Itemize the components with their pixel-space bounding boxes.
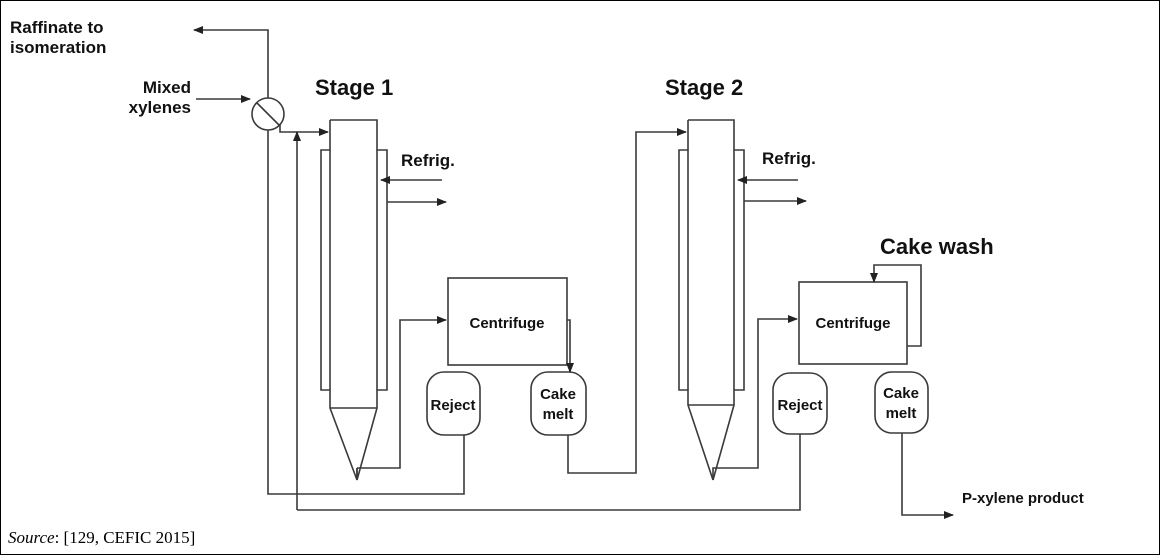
cake-wash-line [870,264,922,347]
raffinate-label-line2: isomeration [10,38,106,57]
stage2-label: Stage 2 [665,75,743,100]
cake-wash-label: Cake wash [880,234,994,259]
cake-melt2-label-line1: Cake [883,385,919,402]
centrifuge1-box [447,277,568,366]
centrifuge2-label: Centrifuge [816,315,891,332]
reject2-return-line [297,434,801,511]
source-prefix: Source [8,528,55,547]
heat-exchanger-diagonal [256,102,280,126]
p-xylene-product-line [901,433,954,519]
stage1-label: Stage 1 [315,75,393,100]
cake-melt2-label-line2: melt [886,405,917,422]
mixed-label-line1: Mixed [143,78,191,97]
cake-melt1-to-stage2-line [567,128,687,474]
cake-melt2-vessel [874,371,929,434]
centrifuge2-box [798,281,908,365]
reject1-label: Reject [430,397,475,414]
reject2-label: Reject [777,397,822,414]
raffinate-label-line1: Raffinate to [10,18,104,37]
cake-melt1-label-line1: Cake [540,386,576,403]
stage1-crystallizer [320,119,388,481]
mixed-label-line2: xylenes [129,98,191,117]
centrifuge1-to-cake-melt1-line [566,319,574,373]
source-text: : [129, CEFIC 2015] [54,528,196,547]
raffinate-line [193,26,269,98]
exchanger-to-stage1-line [279,124,329,136]
centrifuge1-label: Centrifuge [470,315,545,332]
refrig1-label: Refrig. [401,151,455,170]
reject1-return-line [267,130,465,495]
source-caption: Source: [129, CEFIC 2015] [8,528,195,548]
cake-melt1-label-line2: melt [543,406,574,423]
reject1-vessel [426,371,481,436]
stage2-crystallizer [678,119,745,481]
refrig2-label: Refrig. [762,149,816,168]
stage2-to-centrifuge2-line [712,315,798,480]
cake-melt1-vessel [530,371,587,436]
stage1-to-centrifuge1-line [357,316,447,469]
p-xylene-product-label: P-xylene product [962,490,1084,507]
